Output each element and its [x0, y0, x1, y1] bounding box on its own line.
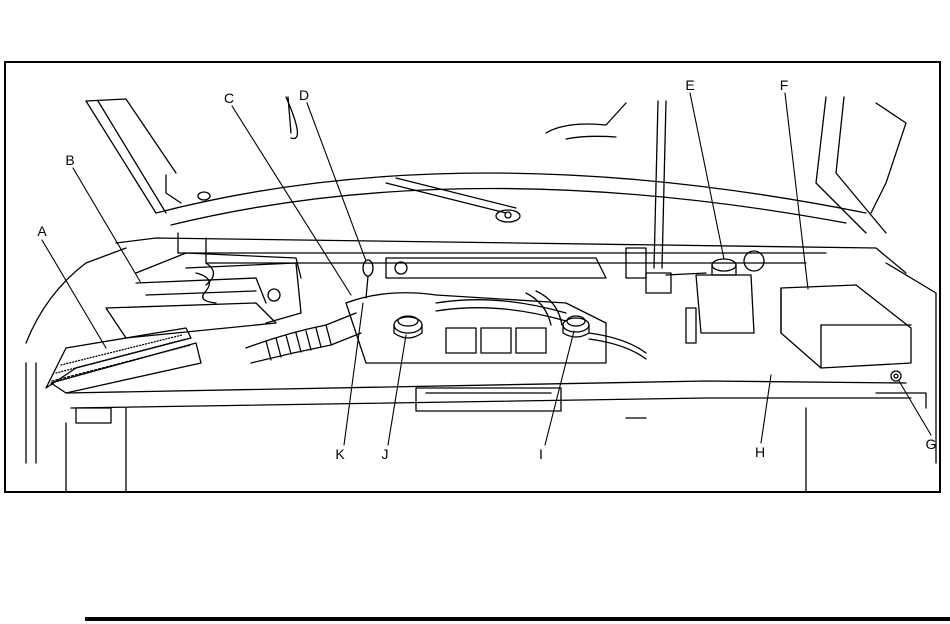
- firewall: [116, 238, 906, 278]
- callout-c: C: [224, 91, 234, 105]
- radiator-support: [66, 381, 926, 493]
- air-intake-duct: [246, 313, 361, 363]
- ground-bolt: [891, 371, 901, 381]
- callout-g: G: [926, 437, 937, 451]
- engine-cover-left: [136, 253, 301, 295]
- underhood-fuse-block: [781, 285, 911, 368]
- air-cleaner-assembly: [46, 263, 301, 393]
- callout-i: I: [539, 447, 543, 461]
- callout-j: J: [382, 447, 389, 461]
- left-fender-apron: [26, 248, 936, 493]
- oil-dipstick: [363, 260, 373, 298]
- cowl-panel: [156, 173, 866, 263]
- callout-b: B: [65, 153, 74, 167]
- callout-e: E: [685, 78, 694, 92]
- leader-lines: [42, 93, 931, 445]
- engine-compartment-illustration: [6, 63, 941, 493]
- engine-block: [346, 291, 606, 363]
- callout-d: D: [299, 88, 309, 102]
- diagram-frame: A B C D E F G H I J K: [4, 61, 941, 493]
- page-rule: [85, 617, 950, 621]
- callout-f: F: [780, 78, 789, 92]
- callout-k: K: [335, 447, 344, 461]
- callout-h: H: [755, 445, 765, 459]
- callout-a: A: [37, 224, 46, 238]
- coolant-reservoir: [666, 251, 764, 343]
- oil-fill-cap: [394, 316, 422, 338]
